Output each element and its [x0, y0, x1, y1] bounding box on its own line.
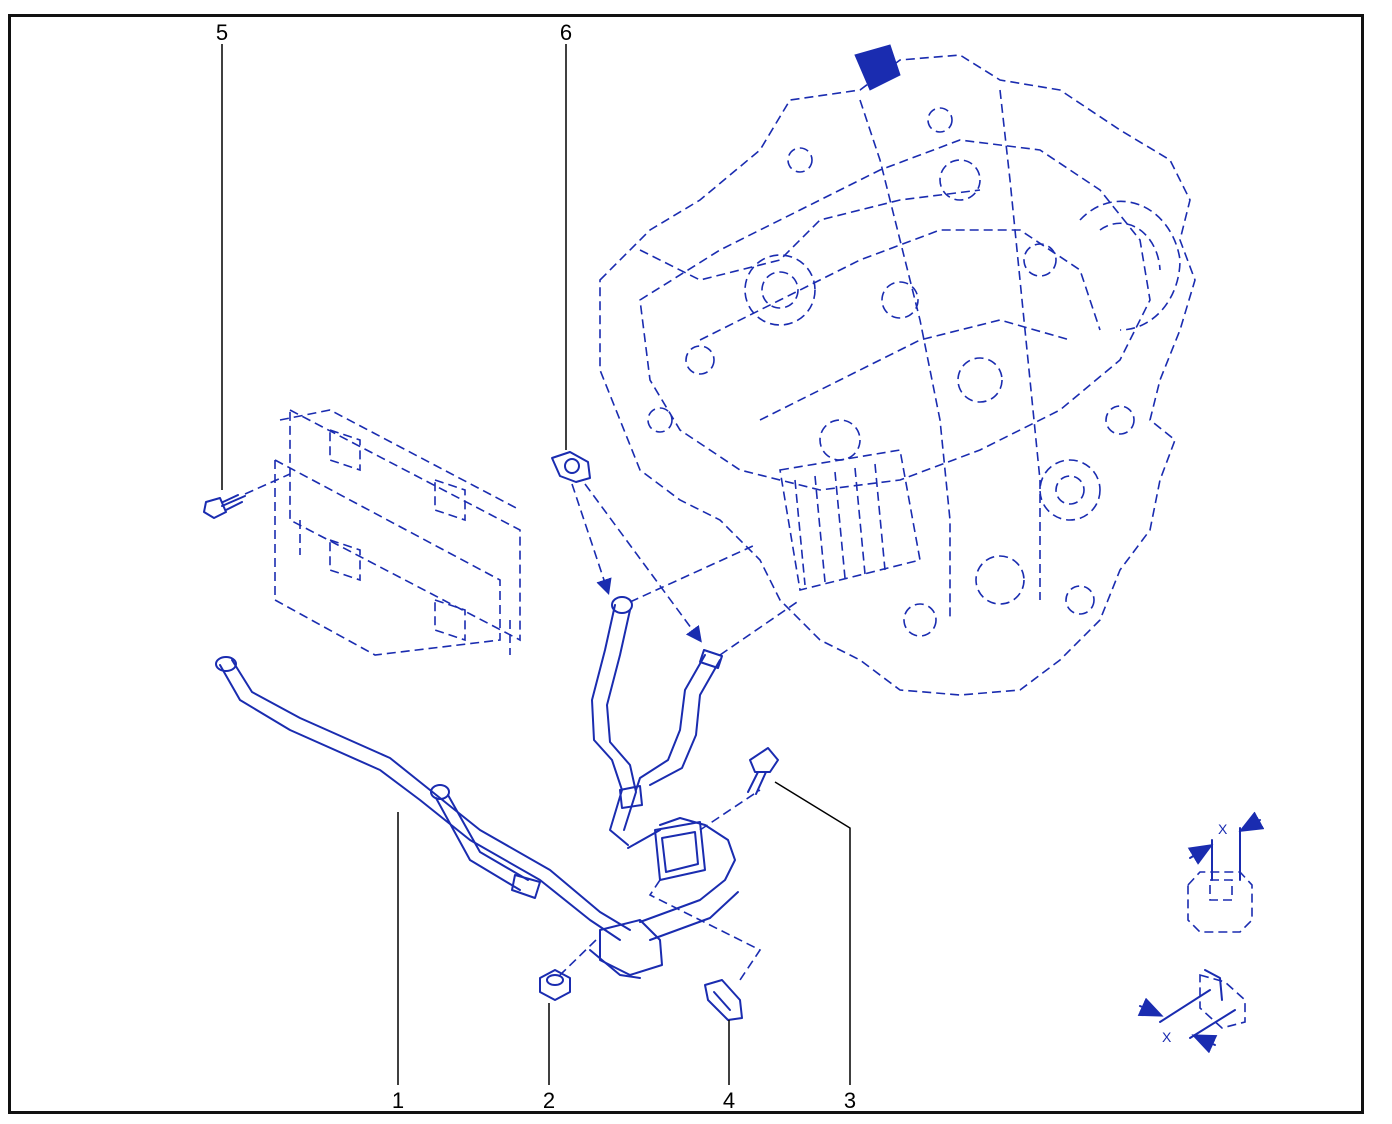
- leader-lines: [221, 44, 851, 1085]
- pipe-part-1: [215, 656, 631, 941]
- callout-5: 5: [216, 20, 228, 45]
- transmission-assembly: [599, 44, 1196, 696]
- detail-view-bottom: X: [1137, 969, 1246, 1054]
- dimension-label-top: X: [1218, 821, 1228, 837]
- cooler-lower-housing: [559, 789, 762, 981]
- callout-3: 3: [844, 1088, 856, 1113]
- dimension-label-bottom: X: [1162, 1029, 1172, 1045]
- cooler-bracket: [274, 408, 521, 656]
- clip-part-6: [551, 451, 702, 643]
- detail-view-top: X: [1187, 811, 1265, 933]
- callout-6: 6: [560, 20, 572, 45]
- screw-part-5: [203, 473, 291, 519]
- cooler-hoses: [591, 544, 801, 846]
- callout-1: 1: [392, 1088, 404, 1113]
- callout-2: 2: [543, 1088, 555, 1113]
- drawing-frame: [8, 14, 1364, 1114]
- clip-part-4: [704, 979, 743, 1021]
- bolt-part-3: [747, 747, 779, 795]
- callout-4: 4: [723, 1088, 735, 1113]
- nut-part-2: [539, 969, 571, 1001]
